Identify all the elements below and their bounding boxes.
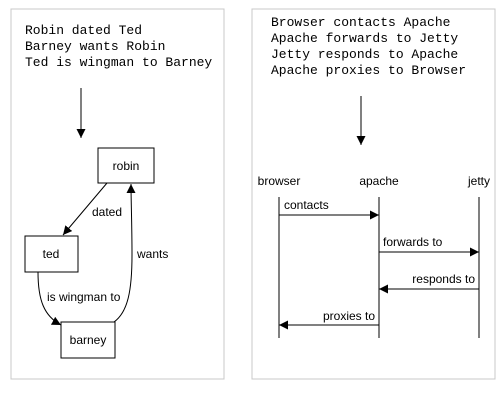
graph-source-text: Robin dated Ted Barney wants Robin Ted i…: [25, 23, 212, 70]
edge-label-wingman: is wingman to: [47, 290, 121, 304]
graph-source-line-1: Robin dated Ted: [25, 23, 142, 38]
node-barney-box: [60, 321, 116, 359]
sequence-source-line-3: Jetty responds to Apache: [271, 47, 458, 62]
node-ted: ted: [24, 235, 79, 273]
sequence-source-line-4: Apache proxies to Browser: [271, 63, 466, 78]
node-barney-label: barney: [70, 333, 107, 347]
participant-apache: apache: [359, 174, 399, 188]
participant-jetty: jetty: [467, 174, 490, 188]
message-forwards-label: forwards to: [383, 235, 443, 249]
edge-dated: [62, 182, 108, 236]
message-responds-label: responds to: [412, 272, 475, 286]
message-contacts-label: contacts: [284, 198, 329, 212]
edge-label-dated: dated: [92, 205, 122, 219]
node-robin-box: [97, 147, 155, 184]
message-proxies-label: proxies to: [323, 309, 375, 323]
edge-label-wants: wants: [136, 247, 168, 261]
participant-browser: browser: [258, 174, 301, 188]
left-panel: Robin dated Ted Barney wants Robin Ted i…: [10, 8, 225, 380]
edge-wingman: [37, 271, 62, 326]
sequence-source-line-1: Browser contacts Apache: [271, 15, 450, 30]
node-ted-label: ted: [43, 247, 60, 261]
node-robin: robin: [97, 147, 155, 184]
right-panel-frame: [251, 8, 496, 380]
graph-source-line-2: Barney wants Robin: [25, 39, 165, 54]
edge-wants: [113, 183, 136, 323]
sequence-source-text: Browser contacts Apache Apache forwards …: [271, 15, 466, 78]
node-robin-label: robin: [113, 159, 140, 173]
left-panel-frame: [10, 8, 225, 380]
node-ted-box: [24, 235, 79, 273]
graph-source-line-3: Ted is wingman to Barney: [25, 55, 212, 70]
node-barney: barney: [60, 321, 116, 359]
sequence-source-line-2: Apache forwards to Jetty: [271, 31, 458, 46]
right-panel: Browser contacts Apache Apache forwards …: [251, 8, 496, 380]
